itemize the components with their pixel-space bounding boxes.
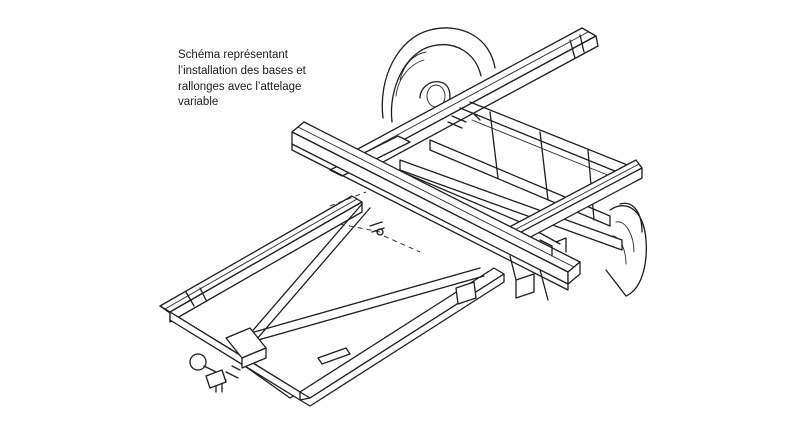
transverse-beam xyxy=(291,121,581,301)
hitch-coupling xyxy=(189,327,267,393)
left-rail xyxy=(159,195,363,323)
wheel-front xyxy=(605,202,647,297)
caption-line-3: rallonges avec l’attelage xyxy=(178,80,302,93)
caption-line-1: Schéma représentant xyxy=(178,49,288,61)
caption-line-4: variable xyxy=(178,96,219,109)
upper-long-rail xyxy=(355,27,599,169)
assembly-hardware xyxy=(329,115,567,257)
diagram-caption: Schéma représentant l’installation des b… xyxy=(178,48,348,111)
drawbar-frame xyxy=(159,203,505,407)
caption-line-2: l’installation des bases et xyxy=(178,64,306,77)
